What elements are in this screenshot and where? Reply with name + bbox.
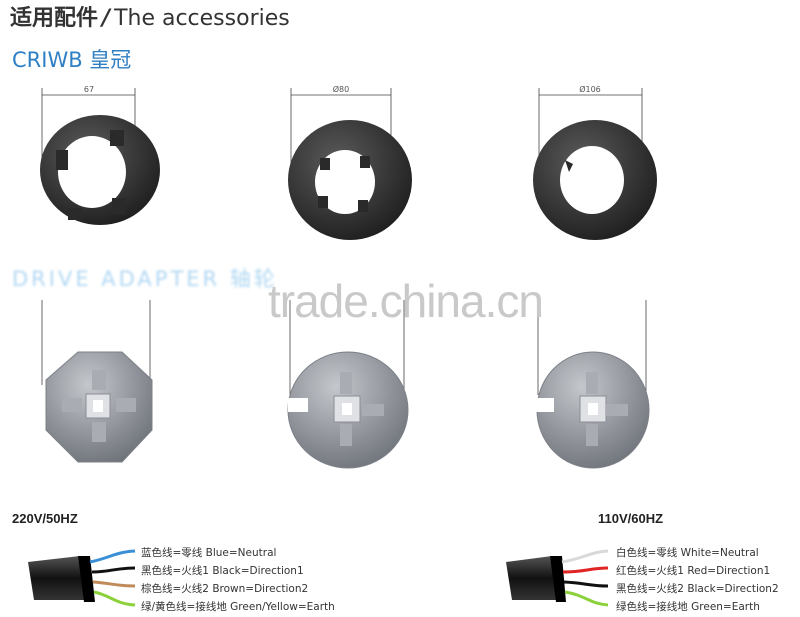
voltage-220v: 220V/50HZ	[12, 511, 78, 526]
title-en: The accessories	[114, 6, 290, 31]
round-adapter-80	[287, 351, 409, 469]
adapter-section-label: DRIVE ADAPTER 轴轮	[12, 267, 278, 291]
dimension-label-106: Ø106	[579, 85, 601, 94]
crown-ring-106	[533, 120, 657, 240]
cable-110v	[506, 549, 609, 607]
wire-label-110-2: 红色线=火线1 Red=Direction1	[616, 565, 771, 577]
wire-label-220-1: 蓝色线=零线 Blue=Neutral	[141, 547, 277, 559]
crown-section-label: CRIWB 皇冠	[12, 48, 132, 72]
adapter-dimension-lines	[41, 300, 647, 395]
round-adapter-106	[536, 351, 650, 469]
wire-label-110-3: 黑色线=火线2 Black=Direction2	[616, 583, 779, 595]
wire-label-220-2: 黑色线=火线1 Black=Direction1	[141, 565, 304, 577]
title-cn: 适用配件	[10, 6, 99, 31]
watermark: trade.china.cn	[268, 275, 544, 327]
wire-label-110-4: 绿色线=接线地 Green=Earth	[616, 601, 760, 613]
dimension-label-80: Ø80	[332, 85, 350, 94]
cable-220v	[28, 549, 136, 607]
page-title: 适用配件/The accessories	[10, 0, 290, 32]
voltage-110v: 110V/60HZ	[598, 511, 664, 526]
title-separator: /	[102, 6, 111, 31]
wire-label-220-3: 棕色线=火线2 Brown=Direction2	[141, 583, 309, 595]
dimension-label-67: 67	[83, 85, 95, 94]
crown-ring-80	[288, 120, 412, 240]
crown-ring-67	[40, 115, 160, 225]
wire-label-220-4: 绿/黄色线=接线地 Green/Yellow=Earth	[141, 601, 335, 613]
octagon-adapter	[45, 351, 153, 463]
wire-label-110-1: 白色线=零线 White=Neutral	[616, 547, 759, 559]
